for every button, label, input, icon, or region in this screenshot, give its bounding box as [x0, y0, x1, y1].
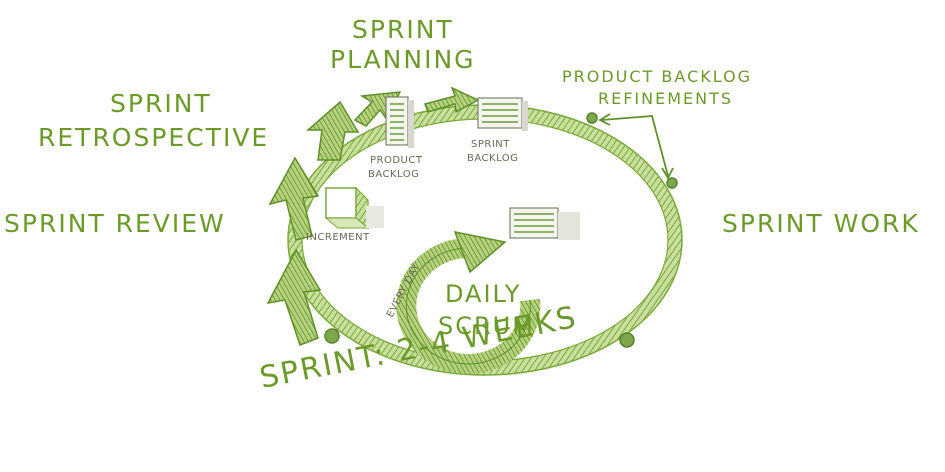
refinement-pointer [598, 113, 674, 180]
sprint-backlog-doc [477, 97, 528, 131]
label-increment: INCREMENT [306, 232, 370, 243]
label-daily-scrum-2: SCRUM [438, 312, 535, 340]
ring-node-bottom-right [619, 332, 635, 348]
label-sprint-backlog-2: BACKLOG [467, 153, 518, 164]
label-daily-scrum-1: DAILY [445, 280, 521, 308]
label-product-backlog-refinements-1: PRODUCT BACKLOG [562, 67, 752, 86]
daily-scrum-loop [396, 230, 541, 374]
label-product-backlog-refinements-2: REFINEMENTS [598, 89, 733, 108]
label-sprint-retrospective-1: SPRINT [110, 89, 212, 118]
ring-node-bottom-left [324, 328, 340, 344]
daily-task-board [509, 207, 580, 240]
increment-cube [324, 186, 384, 230]
sprint-flow-arrows [266, 86, 480, 346]
label-product-backlog-2: BACKLOG [368, 169, 419, 180]
label-sprint-work: SPRINT WORK [722, 209, 920, 238]
product-backlog-doc [385, 96, 414, 148]
label-sprint-planning-1: SPRINT [352, 15, 454, 44]
label-product-backlog-1: PRODUCT [370, 155, 423, 166]
refinement-node-top [586, 112, 598, 124]
label-sprint-backlog-1: SPRINT [471, 139, 510, 150]
label-sprint-planning-2: PLANNING [330, 45, 476, 74]
label-sprint-review: SPRINT REVIEW [4, 209, 226, 238]
refinement-node-right [666, 177, 678, 189]
label-sprint-retrospective-2: RETROSPECTIVE [38, 123, 269, 152]
